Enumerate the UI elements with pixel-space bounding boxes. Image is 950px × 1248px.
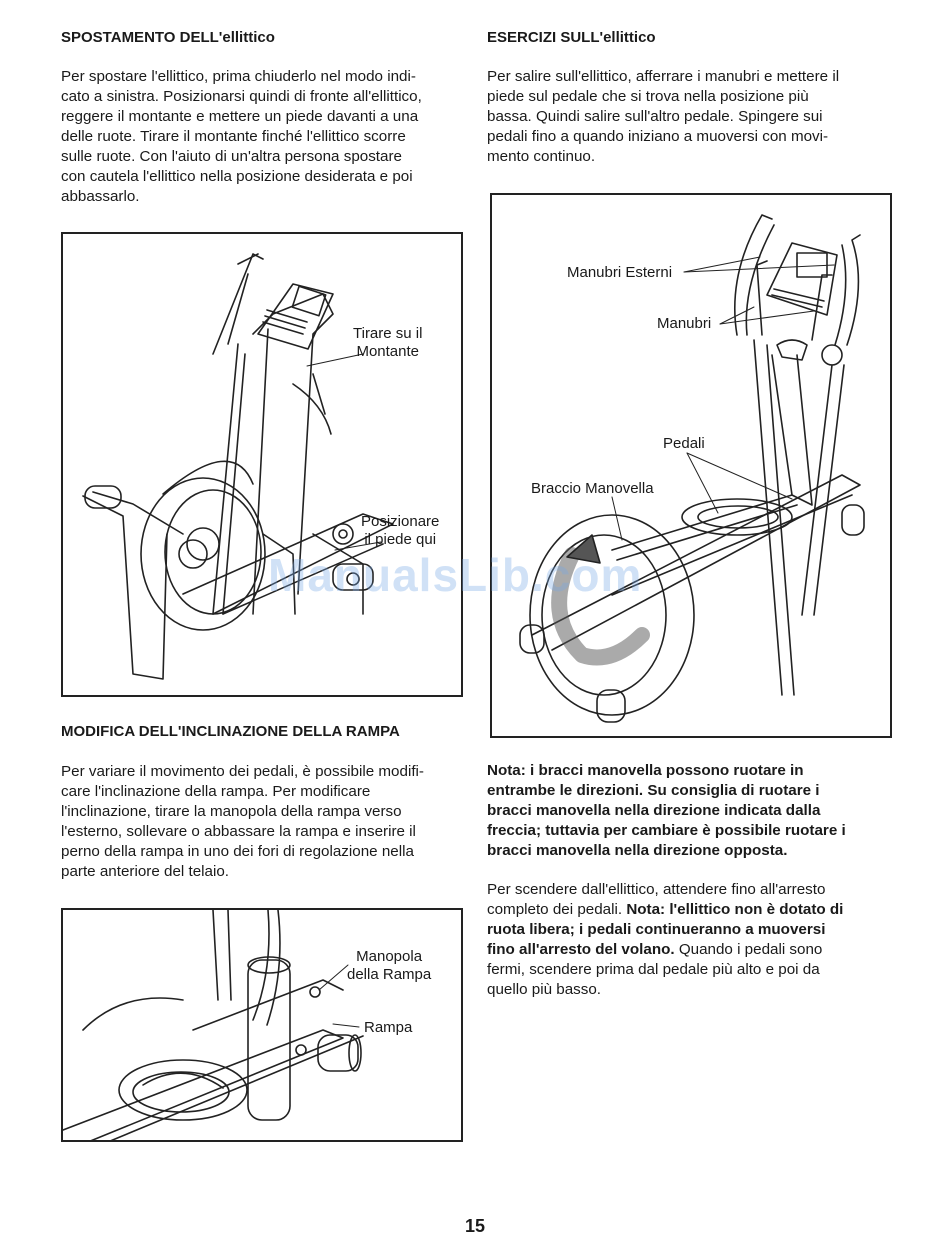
section-heading-exercising: ESERCIZI SULL'ellittico (487, 29, 656, 46)
label-outer-handlebars: Manubri Esterni (567, 264, 673, 281)
label-crank-arm: Braccio Manovella (531, 480, 654, 497)
label-pedals: Pedali (663, 435, 705, 452)
section-heading-moving: SPOSTAMENTO DELL'ellittico (61, 29, 275, 46)
ramp-illustration (63, 910, 364, 1140)
note-crank-direction: Nota: i bracci manovella possono ruotare… (487, 762, 846, 859)
exercising-paragraph: Per salire sull'ellittico, afferrare i m… (487, 68, 840, 165)
label-handlebars: Manubri (657, 315, 712, 332)
section-heading-ramp: MODIFICA DELL'INCLINAZIONE DELLA RAMPA (61, 723, 400, 740)
label-ramp: Rampa (364, 1019, 413, 1036)
moving-paragraph: Per spostare l'ellittico, prima chiuderl… (61, 68, 422, 205)
elliptical-folded-illustration (82, 253, 394, 680)
page-number: 15 (464, 1216, 486, 1236)
watermark: ManualsLib.com (268, 549, 643, 601)
figure-mounting-elliptical: Manubri Esterni Manubri Pedali Braccio M… (490, 193, 892, 738)
dismount-paragraph: Per scendere dall'ellittico, attendere f… (487, 881, 844, 998)
elliptical-mounting-illustration (519, 214, 865, 723)
ramp-paragraph: Per variare il movimento dei pedali, è p… (61, 763, 424, 880)
